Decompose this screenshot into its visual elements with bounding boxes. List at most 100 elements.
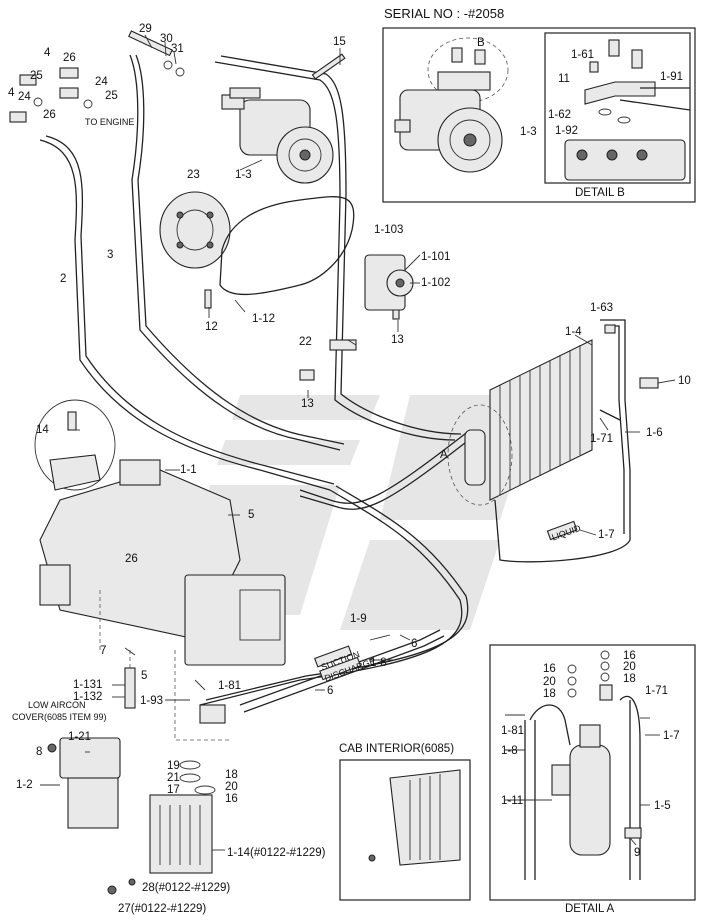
label-1-132: 1-132 [73,691,102,703]
label-1-131: 1-131 [73,679,102,691]
label-29: 29 [139,23,152,35]
condenser [447,324,659,506]
label-1-61: 1-61 [571,49,594,61]
label-1-3-detail: 1-3 [520,126,537,138]
label-1-93: 1-93 [140,695,163,707]
clamp [329,339,357,351]
pulley [159,191,231,269]
detail-a-label-1-8: 1-8 [501,745,518,757]
label-6b: 6 [327,685,333,697]
label-1-91: 1-91 [660,71,683,83]
label-1-7: 1-7 [598,529,615,541]
label-19: 19 [167,760,180,772]
detail-a-label-9: 9 [634,847,640,859]
label-8: 8 [36,746,42,758]
detail-circle [34,399,116,491]
label-27: 27(#0122-#1229) [118,903,206,915]
tensioner [364,254,414,311]
label-26a: 26 [63,52,76,64]
label-3: 3 [107,249,113,261]
label-4b: 4 [8,87,15,99]
label-1-102: 1-102 [421,277,450,289]
to-engine-label: TO ENGINE [85,117,134,127]
detail-a-box [489,644,696,901]
label-13a: 13 [391,334,404,346]
label-5a: 5 [248,509,254,521]
label-14: 14 [36,424,49,436]
label-1-4: 1-4 [565,326,582,338]
leader-lines [40,34,676,851]
label-20: 20 [225,781,238,793]
label-A: A [440,449,448,461]
hvac-unit [39,459,286,741]
bolts [204,53,400,381]
label-1-103: 1-103 [374,224,403,236]
label-5b: 5 [141,670,147,682]
detail-a-label-1-11: 1-11 [501,795,523,807]
detail-a-label-16b: 16 [623,650,636,662]
label-11: 11 [558,73,570,85]
detail-a-label-1-5: 1-5 [654,800,671,812]
belt [219,196,355,296]
detail-a-label-18a: 18 [543,688,556,700]
label-1-14: 1-14(#0122-#1229) [227,847,326,859]
part-labels: SERIAL NO : -#2058 DETAIL B DETAIL A CAB… [8,6,691,915]
label-25b: 25 [105,90,118,102]
label-26b: 26 [43,109,56,121]
label-23: 23 [187,169,200,181]
label-13b: 13 [301,398,314,410]
label-2: 2 [60,273,66,285]
label-31: 31 [171,43,184,55]
label-4a: 4 [44,47,51,59]
label-1-6: 1-6 [646,427,663,439]
label-1-9: 1-9 [350,613,367,625]
label-25a: 25 [30,70,43,82]
serial-detail-box [382,27,696,203]
serial-header: SERIAL NO : -#2058 [384,6,504,21]
label-1-12: 1-12 [252,313,275,325]
label-1-1: 1-1 [180,464,197,476]
detail-a-label-16a: 16 [543,663,556,675]
label-28: 28(#0122-#1229) [142,882,230,894]
label-1-3: 1-3 [235,169,252,181]
label-1-62: 1-62 [548,109,571,121]
label-1-21: 1-21 [68,731,91,743]
label-1-8: 1-8 [370,657,387,669]
label-17: 17 [167,784,180,796]
label-1-2: 1-2 [16,779,33,791]
label-B: B [477,37,485,49]
label-18: 18 [225,769,238,781]
detail-a-label-18b: 18 [623,673,636,685]
compressor [221,87,334,184]
label-6a: 6 [411,638,417,650]
detail-a-label-1-81: 1-81 [501,725,524,737]
detail-b-title: DETAIL B [575,187,625,199]
detail-a-label-1-7: 1-7 [663,730,680,742]
label-24b: 24 [95,76,108,88]
label-1-101: 1-101 [421,251,450,263]
label-16: 16 [225,793,238,805]
label-7: 7 [100,645,106,657]
detail-a-label-20a: 20 [543,676,556,688]
low-aircon-label-2: COVER(6085 ITEM 99) [12,712,107,722]
small-parts [9,30,226,895]
detail-a-label-20b: 20 [623,661,636,673]
label-1-63: 1-63 [590,302,613,314]
label-21: 21 [167,772,180,784]
label-30: 30 [160,33,173,45]
label-1-81: 1-81 [218,680,241,692]
detail-a-label-1-71: 1-71 [645,685,668,697]
label-26c: 26 [125,553,138,565]
label-15: 15 [333,36,346,48]
label-12: 12 [205,321,218,333]
hoses [39,54,631,713]
label-10: 10 [678,375,691,387]
detail-a-title: DETAIL A [565,903,615,915]
cab-interior-box [339,759,471,901]
label-1-92: 1-92 [555,125,578,137]
low-aircon-label-1: LOW AIRCON [28,700,86,710]
label-1-71: 1-71 [590,433,613,445]
label-22: 22 [299,336,312,348]
cab-interior-title: CAB INTERIOR(6085) [339,743,454,755]
